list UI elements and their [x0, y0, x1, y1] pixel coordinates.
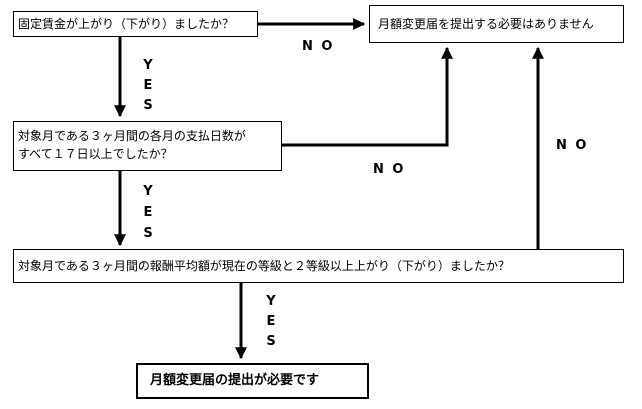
label-yes-letter: Y — [266, 294, 276, 309]
result-no-filing-needed: 月額変更届を提出する必要はありません — [369, 5, 624, 43]
label-yes-letter: E — [266, 314, 276, 329]
result-filing-required: 月額変更届の提出が必要です — [136, 363, 369, 399]
label-yes-letter: Y — [143, 58, 153, 73]
label-no-q3: N O — [556, 138, 589, 153]
label-yes-letter: S — [143, 98, 153, 113]
label-yes-letter: E — [143, 205, 153, 220]
label-yes-q3: Y E S — [264, 295, 278, 361]
label-yes-letter: S — [143, 226, 153, 241]
label-yes-letter: E — [143, 78, 153, 93]
label-yes-q1: Y E S — [141, 59, 155, 125]
question-payment-days-line1: 対象月である３ヶ月間の各月の支払日数が — [18, 129, 246, 143]
question-payment-days: 対象月である３ヶ月間の各月の支払日数が すべて１７日以上でしたか？ — [13, 121, 282, 171]
question-fixed-wage-changed: 固定賃金が上がり（下がり）ましたか？ — [13, 11, 258, 37]
label-no-q1: N O — [302, 39, 335, 54]
question-payment-days-line2: すべて１７日以上でしたか？ — [18, 147, 173, 161]
question-average-pay-grade: 対象月である３ヶ月間の報酬平均額が現在の等級と２等級以上上がり（下がり）ましたか… — [13, 249, 624, 283]
label-yes-q2: Y E S — [141, 185, 155, 253]
arrow-q2-no — [282, 46, 453, 147]
label-no-q2: N O — [373, 162, 406, 177]
label-yes-letter: S — [266, 334, 276, 349]
label-yes-letter: Y — [143, 184, 153, 199]
